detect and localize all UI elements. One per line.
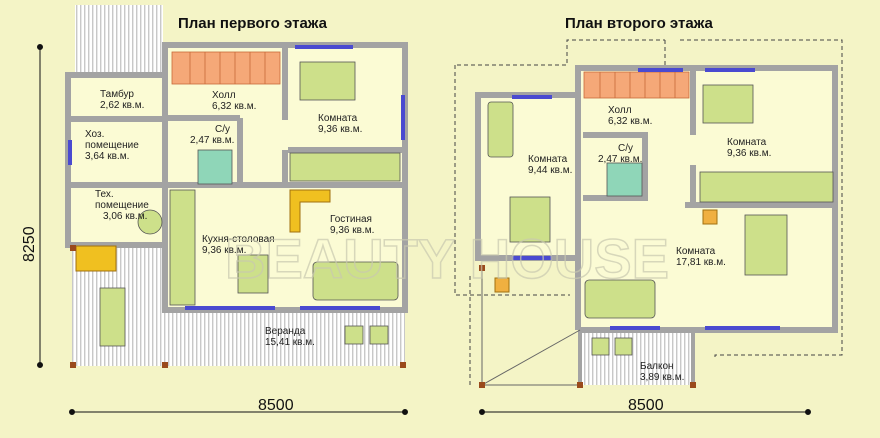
svg-text:Кухня-столовая: Кухня-столовая xyxy=(202,234,275,245)
dimension-lines xyxy=(37,44,408,415)
svg-text:2,47 кв.м.: 2,47 кв.м. xyxy=(190,135,234,146)
svg-text:17,81 кв.м.: 17,81 кв.м. xyxy=(676,257,726,268)
svg-text:С/у: С/у xyxy=(215,124,230,135)
svg-text:9,36 кв.м.: 9,36 кв.м. xyxy=(330,225,374,236)
svg-text:9,36 кв.м.: 9,36 кв.м. xyxy=(727,148,771,159)
window xyxy=(295,45,353,49)
floor1-height-dimension: 8250 xyxy=(21,226,38,262)
floor2-width-dimension: 8500 xyxy=(628,397,664,414)
svg-text:Хоз.: Хоз. xyxy=(85,129,104,140)
kitchen-counter xyxy=(169,189,196,306)
sofa xyxy=(312,261,399,301)
dining-table xyxy=(237,254,269,294)
svg-text:15,41 кв.м.: 15,41 кв.м. xyxy=(265,337,315,348)
svg-text:6,32 кв.м.: 6,32 кв.м. xyxy=(608,116,652,127)
svg-text:2,47 кв.м.: 2,47 кв.м. xyxy=(598,154,642,165)
floor2-plan: План второго этажа Комната 9, xyxy=(454,15,843,415)
svg-text:3,64 кв.м.: 3,64 кв.м. xyxy=(85,151,129,162)
floor1-plan: План первого этажа Тамбур xyxy=(21,5,408,415)
porch xyxy=(75,5,163,77)
svg-text:2,62 кв.м.: 2,62 кв.м. xyxy=(100,100,144,111)
svg-text:помещение: помещение xyxy=(95,200,149,211)
wardrobe xyxy=(289,152,401,182)
svg-text:Веранда: Веранда xyxy=(265,326,306,337)
watermark: BEAUTY HOUSE xyxy=(225,227,669,290)
svg-text:Комната: Комната xyxy=(528,154,568,165)
svg-text:С/у: С/у xyxy=(618,143,633,154)
svg-text:3,06 кв.м.: 3,06 кв.м. xyxy=(103,211,147,222)
svg-text:9,44 кв.м.: 9,44 кв.м. xyxy=(528,165,572,176)
shower xyxy=(197,149,233,185)
stairs xyxy=(171,51,281,85)
svg-text:Тех.: Тех. xyxy=(95,189,114,200)
svg-text:Балкон: Балкон xyxy=(640,361,674,372)
room-labels: Комната 9,44 кв.м. Холл 6,32 кв.м. С/у 2… xyxy=(528,105,771,383)
svg-text:Холл: Холл xyxy=(212,90,236,101)
svg-text:Комната: Комната xyxy=(727,137,767,148)
svg-text:Комната: Комната xyxy=(318,113,358,124)
floor1-title: План первого этажа xyxy=(178,15,328,32)
dimension-lines xyxy=(479,409,811,415)
floor1-width-dimension: 8500 xyxy=(258,397,294,414)
svg-text:Холл: Холл xyxy=(608,105,632,116)
floor2-title: План второго этажа xyxy=(565,15,714,32)
svg-text:6,32 кв.м.: 6,32 кв.м. xyxy=(212,101,256,112)
svg-text:9,36 кв.м.: 9,36 кв.м. xyxy=(318,124,362,135)
svg-text:Тамбур: Тамбур xyxy=(100,88,134,100)
svg-text:9,36 кв.м.: 9,36 кв.м. xyxy=(202,245,246,256)
fireplace xyxy=(289,189,331,233)
svg-text:помещение: помещение xyxy=(85,140,139,151)
svg-text:Комната: Комната xyxy=(676,246,716,257)
boiler xyxy=(137,209,163,235)
veranda-table xyxy=(99,287,126,347)
grill xyxy=(75,245,117,272)
bed xyxy=(299,61,356,101)
room-labels: Тамбур 2,62 кв.м. Хоз. помещение 3,64 кв… xyxy=(85,88,374,348)
svg-text:3,89 кв.м.: 3,89 кв.м. xyxy=(640,372,684,383)
svg-text:Гостиная: Гостиная xyxy=(330,214,372,225)
